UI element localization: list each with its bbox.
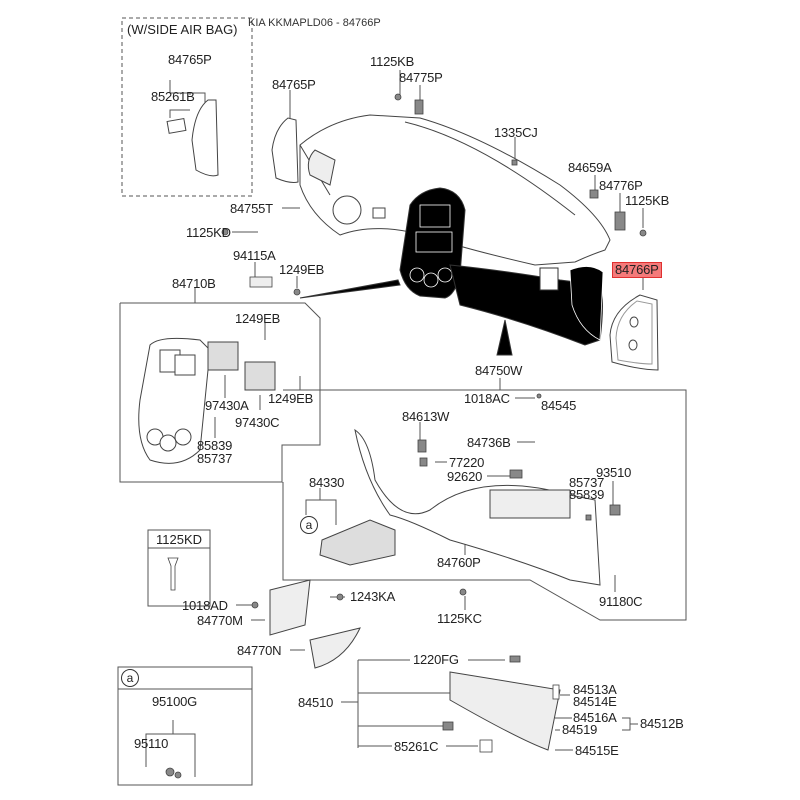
diagram-title: KIA KKMAPLD06 - 84766P [248, 17, 381, 29]
part-label-94115A[interactable]: 94115A [233, 248, 276, 263]
part-label-84750W[interactable]: 84750W [475, 363, 523, 378]
legend-a-marker: a [121, 669, 139, 687]
side-airbag-note: (W/SIDE AIR BAG) [127, 22, 238, 37]
part-label-1249EB-top[interactable]: 1249EB [279, 262, 325, 277]
part-label-85737-right[interactable]: 85737 [569, 475, 605, 490]
part-label-1125KC[interactable]: 1125KC [437, 611, 482, 626]
part-label-92620[interactable]: 92620 [447, 469, 483, 484]
part-label-84613W[interactable]: 84613W [402, 409, 450, 424]
part-label-84765P[interactable]: 84765P [272, 77, 316, 92]
center-fascia-box [119, 302, 321, 483]
screw-legend-box [147, 529, 211, 607]
part-label-1249EB-a[interactable]: 1249EB [235, 311, 281, 326]
lower-pad-illustration [269, 428, 601, 751]
part-label-1125KB-top[interactable]: 1125KB [370, 54, 415, 69]
part-label-84770M[interactable]: 84770M [197, 613, 243, 628]
part-label-1018AD[interactable]: 1018AD [182, 598, 228, 613]
part-label-84519[interactable]: 84519 [562, 722, 598, 737]
part-label-77220[interactable]: 77220 [449, 455, 485, 470]
part-label-1243KA[interactable]: 1243KA [350, 589, 396, 604]
part-label-84765P-box[interactable]: 84765P [168, 52, 212, 67]
part-label-84736B[interactable]: 84736B [467, 435, 511, 450]
part-label-1220FG[interactable]: 1220FG [413, 652, 459, 667]
part-label-84755T[interactable]: 84755T [230, 201, 273, 216]
crash-pad-box [282, 389, 687, 621]
part-label-84776P[interactable]: 84776P [599, 178, 643, 193]
part-label-93510[interactable]: 93510 [596, 465, 632, 480]
part-label-1125KB-right[interactable]: 1125KB [625, 193, 670, 208]
part-label-84330[interactable]: 84330 [309, 475, 345, 490]
part-label-84545[interactable]: 84545 [541, 398, 577, 413]
part-label-84516A[interactable]: 84516A [573, 710, 617, 725]
part-label-85839-right[interactable]: 85839 [569, 487, 605, 502]
part-label-85839-left[interactable]: 85839 [197, 438, 233, 453]
part-label-95110[interactable]: 95110 [134, 736, 169, 751]
part-label-84770N[interactable]: 84770N [237, 643, 282, 658]
part-label-84766P-highlighted[interactable]: 84766P [612, 262, 662, 278]
part-label-91180C[interactable]: 91180C [599, 594, 643, 609]
callout-a-marker: a [300, 516, 318, 534]
side-airbag-box [121, 17, 253, 197]
part-label-84710B[interactable]: 84710B [172, 276, 216, 291]
part-label-97430C[interactable]: 97430C [235, 415, 280, 430]
part-label-84512B[interactable]: 84512B [640, 716, 684, 731]
side-bezel-illustrations [166, 99, 299, 183]
part-label-85737-left[interactable]: 85737 [197, 451, 233, 466]
part-label-84775P[interactable]: 84775P [399, 70, 443, 85]
part-label-1335CJ[interactable]: 1335CJ [494, 125, 538, 140]
part-label-1125KD[interactable]: 1125KD [186, 225, 231, 240]
screw-legend-header[interactable]: 1125KD [155, 532, 202, 547]
main-crash-pad-illustration [299, 114, 611, 266]
part-label-85261B[interactable]: 85261B [151, 89, 195, 104]
fastener-glyphs [165, 93, 647, 779]
part-label-95100G[interactable]: 95100G [152, 694, 198, 709]
part-label-84760P[interactable]: 84760P [437, 555, 481, 570]
part-label-85261C[interactable]: 85261C [394, 739, 439, 754]
part-label-1018AC[interactable]: 1018AC [464, 391, 510, 406]
center-stack-illustration [299, 187, 604, 356]
part-label-84659A[interactable]: 84659A [568, 160, 612, 175]
part-label-84510[interactable]: 84510 [298, 695, 334, 710]
part-label-84514E[interactable]: 84514E [573, 694, 617, 709]
part-84766P-illustration [609, 294, 659, 371]
part-label-97430A[interactable]: 97430A [205, 398, 249, 413]
part-label-1249EB-b[interactable]: 1249EB [268, 391, 314, 406]
center-fascia-illustration [138, 337, 276, 464]
part-label-84513A[interactable]: 84513A [573, 682, 617, 697]
a-legend-box [117, 666, 253, 786]
part-label-84515E[interactable]: 84515E [575, 743, 619, 758]
